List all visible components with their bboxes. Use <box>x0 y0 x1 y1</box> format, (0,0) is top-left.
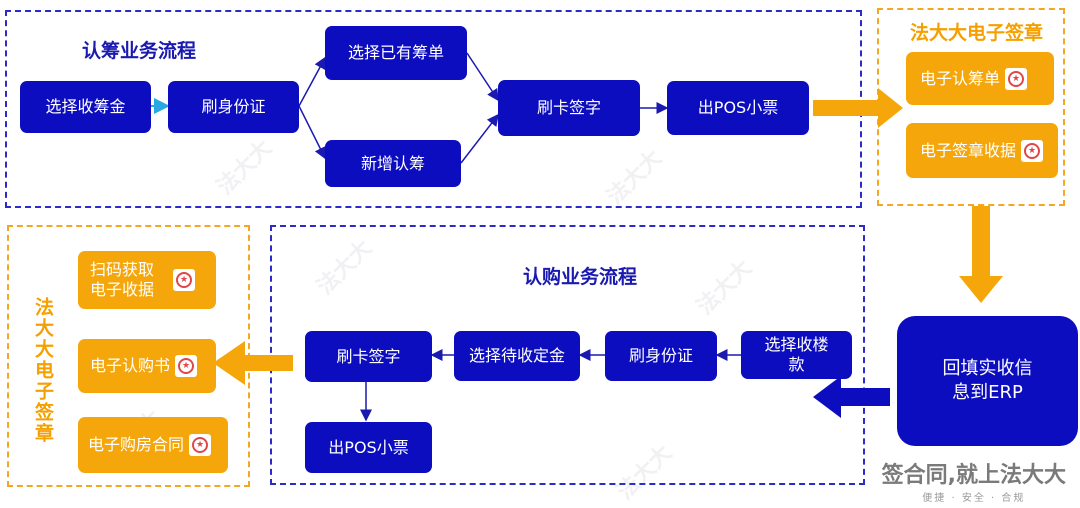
esign-item: 电子签章收据 <box>906 123 1058 178</box>
card-sign-step: 刷卡签字 <box>498 80 640 136</box>
esign-item: 扫码获取电子收据 <box>78 251 216 309</box>
brand-logo: 签合同,就上法大大 便捷 · 安全 · 合规 <box>882 457 1066 504</box>
swipe-id-step: 刷身份证 <box>605 331 717 381</box>
select-fund-step: 选择收筹金 <box>20 81 151 133</box>
right-esign-title: 法大大电子签章 <box>910 22 1044 44</box>
pos-receipt-step: 出POS小票 <box>305 422 432 473</box>
arrow-from-erp <box>813 376 890 418</box>
top-flow-title: 认筹业务流程 <box>82 40 197 62</box>
arrow-to-esign <box>813 88 903 128</box>
esign-item: 电子认筹单 <box>906 52 1054 105</box>
logo-sub-text: 便捷 · 安全 · 合规 <box>922 493 1026 504</box>
swipe-id-step: 刷身份证 <box>168 81 299 133</box>
arrow-to-erp <box>959 206 1003 303</box>
new-subscription-step: 新增认筹 <box>325 140 461 187</box>
erp-step: 回填实收信息到ERP <box>897 316 1078 446</box>
arrow <box>298 105 326 160</box>
esign-item-label: 电子认购书 <box>90 356 171 375</box>
bottom-flow-title: 认购业务流程 <box>523 266 638 288</box>
arrow <box>466 52 499 102</box>
select-payment-step: 选择收楼款 <box>741 331 852 379</box>
arrow <box>298 56 326 107</box>
esign-item: 电子购房合同 <box>78 417 228 473</box>
esign-item-label: 电子购房合同 <box>88 435 185 454</box>
esign-item: 电子认购书 <box>78 339 216 393</box>
arrow-to-left-esign <box>213 341 293 385</box>
left-esign-title: 法大大电子签章 <box>32 297 54 444</box>
seal-icon <box>173 269 195 291</box>
esign-item-label: 电子认筹单 <box>920 68 1001 88</box>
select-existing-step: 选择已有筹单 <box>325 26 467 80</box>
pos-receipt-step: 出POS小票 <box>667 81 809 135</box>
select-deposit-step: 选择待收定金 <box>454 331 580 381</box>
seal-icon <box>1005 67 1028 90</box>
logo-main-text: 签合同,就上法大大 <box>881 463 1066 488</box>
seal-icon <box>175 355 198 377</box>
esign-item-label: 扫码获取电子收据 <box>90 260 155 299</box>
card-sign-step: 刷卡签字 <box>305 331 432 382</box>
erp-label: 回填实收信息到ERP <box>942 358 1033 403</box>
seal-icon <box>189 434 212 456</box>
arrow <box>460 113 499 164</box>
esign-item-label: 电子签章收据 <box>920 140 1017 160</box>
seal-icon <box>1021 139 1044 162</box>
